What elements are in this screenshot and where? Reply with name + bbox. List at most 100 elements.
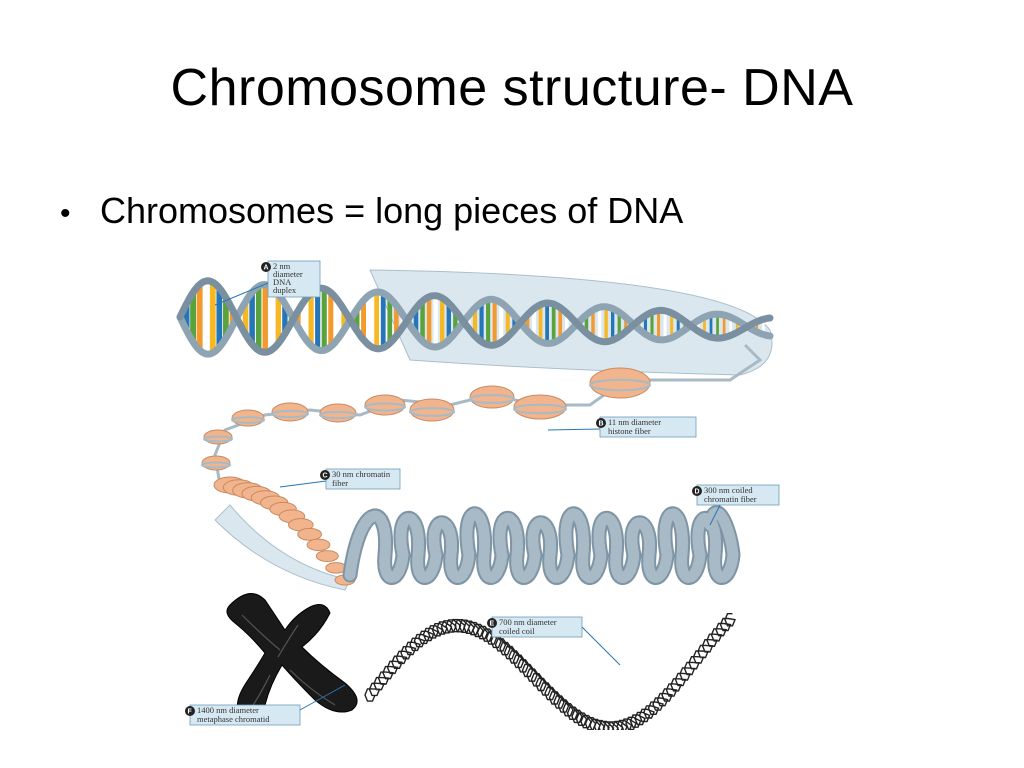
svg-text:300 nm coiled: 300 nm coiled bbox=[704, 485, 753, 495]
bullet-list: • Chromosomes = long pieces of DNA bbox=[60, 190, 683, 232]
svg-text:D: D bbox=[695, 489, 700, 496]
base-pair bbox=[650, 312, 654, 338]
base-pair bbox=[223, 297, 229, 338]
base-pair bbox=[676, 316, 680, 335]
base-pair bbox=[709, 314, 713, 338]
base-pair bbox=[696, 320, 700, 331]
nucleosome-wrap bbox=[469, 394, 515, 404]
base-pair bbox=[249, 292, 255, 345]
base-pair bbox=[321, 288, 327, 351]
coiled-coil-spring bbox=[364, 613, 736, 730]
svg-text:E: E bbox=[490, 621, 495, 628]
base-pair bbox=[393, 305, 399, 336]
base-pair bbox=[341, 309, 347, 331]
base-pair bbox=[722, 314, 726, 338]
base-pair bbox=[505, 308, 510, 337]
base-pair bbox=[315, 288, 321, 350]
histone-fiber bbox=[201, 343, 763, 486]
svg-text:DNA: DNA bbox=[273, 277, 292, 287]
base-pair bbox=[354, 309, 360, 331]
nucleosome-wrap bbox=[589, 378, 651, 392]
base-pair bbox=[564, 313, 569, 335]
base-pair bbox=[512, 315, 517, 330]
base-pair bbox=[762, 319, 765, 335]
nucleosome-wrap bbox=[319, 410, 357, 420]
chromatin-nucleosome bbox=[297, 527, 322, 541]
base-pair bbox=[255, 286, 262, 351]
label-c: C 30 nm chromatin fiber bbox=[279, 468, 401, 490]
base-pair bbox=[532, 308, 536, 338]
base-pair bbox=[374, 291, 380, 349]
base-pair bbox=[295, 310, 301, 328]
base-pair bbox=[610, 308, 615, 341]
base-pair bbox=[380, 293, 386, 348]
base-pair bbox=[262, 284, 268, 353]
metaphase-chromosome bbox=[226, 593, 358, 719]
base-pair bbox=[551, 304, 556, 343]
base-pair bbox=[591, 310, 595, 338]
base-pair bbox=[624, 317, 628, 332]
base-pair bbox=[275, 293, 282, 344]
base-pair bbox=[545, 303, 549, 344]
label-f: F 1400 nm diameter metaphase chromatid bbox=[185, 684, 346, 726]
label-e: E 700 nm diameter coiled coil bbox=[487, 616, 621, 666]
base-pair bbox=[190, 292, 197, 343]
base-pair bbox=[229, 309, 236, 327]
base-pair bbox=[703, 317, 706, 335]
svg-text:30 nm chromatin: 30 nm chromatin bbox=[332, 469, 391, 479]
svg-text:chromatin fiber: chromatin fiber bbox=[704, 494, 757, 504]
base-pair bbox=[328, 292, 334, 347]
base-pair bbox=[420, 301, 425, 342]
svg-text:F: F bbox=[188, 709, 193, 716]
base-pair bbox=[203, 280, 210, 354]
base-pair bbox=[604, 306, 608, 342]
base-pair bbox=[466, 315, 471, 329]
svg-text:700 nm diameter: 700 nm diameter bbox=[499, 617, 557, 627]
svg-text:1400 nm diameter: 1400 nm diameter bbox=[197, 705, 259, 715]
coiled-coil bbox=[364, 613, 736, 730]
svg-text:B: B bbox=[599, 421, 604, 428]
svg-text:coiled coil: coiled coil bbox=[499, 626, 535, 636]
nucleosome-wrap bbox=[203, 435, 233, 443]
svg-text:metaphase chromatid: metaphase chromatid bbox=[197, 714, 270, 724]
nucleosome-wrap bbox=[513, 403, 567, 415]
nucleosome-wrap bbox=[364, 402, 406, 412]
svg-text:A: A bbox=[264, 265, 269, 272]
base-pair bbox=[413, 308, 419, 334]
nucleosome-wrap bbox=[231, 416, 265, 424]
base-pair bbox=[716, 314, 719, 339]
svg-text:duplex: duplex bbox=[273, 285, 297, 295]
label-d: D 300 nm coiled chromatin fiber bbox=[692, 484, 780, 526]
base-pair bbox=[479, 302, 484, 342]
base-pair bbox=[657, 310, 661, 340]
base-pair bbox=[670, 312, 674, 338]
base-pair bbox=[597, 307, 602, 341]
base-pair bbox=[196, 284, 203, 351]
svg-text:C: C bbox=[323, 473, 328, 480]
base-pair bbox=[453, 310, 458, 333]
bullet-text: Chromosomes = long pieces of DNA bbox=[100, 190, 684, 231]
base-pair bbox=[282, 303, 288, 334]
svg-text:11 nm diameter: 11 nm diameter bbox=[608, 417, 661, 427]
label-b: B 11 nm diameter histone fiber bbox=[547, 416, 697, 438]
base-pair bbox=[433, 295, 438, 347]
base-pair bbox=[584, 314, 589, 333]
slide-title: Chromosome structure- DNA bbox=[170, 59, 854, 117]
base-pair bbox=[492, 299, 497, 345]
label-a: A 2 nm diameter DNA duplex bbox=[214, 260, 321, 306]
bullet-item: • Chromosomes = long pieces of DNA bbox=[60, 190, 683, 232]
base-pair bbox=[538, 304, 543, 342]
base-pair bbox=[269, 287, 275, 350]
base-pair bbox=[617, 312, 621, 337]
chromatin-nucleosome bbox=[306, 538, 331, 552]
base-pair bbox=[361, 300, 366, 340]
nucleosome-wrap bbox=[409, 407, 455, 417]
dna-sleeve bbox=[369, 269, 773, 376]
base-pair bbox=[387, 297, 393, 344]
base-pair bbox=[663, 310, 667, 340]
svg-text:2 nm: 2 nm bbox=[273, 261, 291, 271]
nucleosome-wrap bbox=[271, 409, 309, 419]
base-pair bbox=[334, 299, 340, 340]
base-pair bbox=[558, 307, 563, 340]
base-pair bbox=[525, 314, 530, 331]
